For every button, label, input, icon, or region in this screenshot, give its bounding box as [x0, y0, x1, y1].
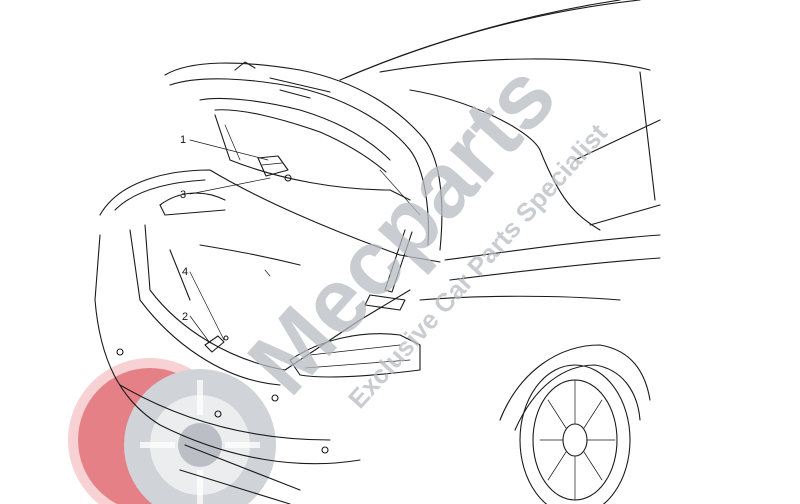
car-body	[94, 0, 661, 504]
wheel	[519, 364, 631, 504]
callout-3: 3	[180, 189, 186, 201]
callout-1: 1	[180, 134, 186, 146]
leader-lines	[189, 139, 271, 344]
watermark-logo	[68, 358, 276, 504]
watermark-text: Mecparts Exclusive Car Parts Specialist	[229, 45, 613, 414]
callouts: 1 3 4 2	[180, 134, 188, 323]
trunk-latch	[257, 155, 292, 182]
callout-2: 2	[182, 311, 188, 323]
emergency-release-handle	[204, 335, 229, 353]
callout-4: 4	[182, 266, 188, 278]
